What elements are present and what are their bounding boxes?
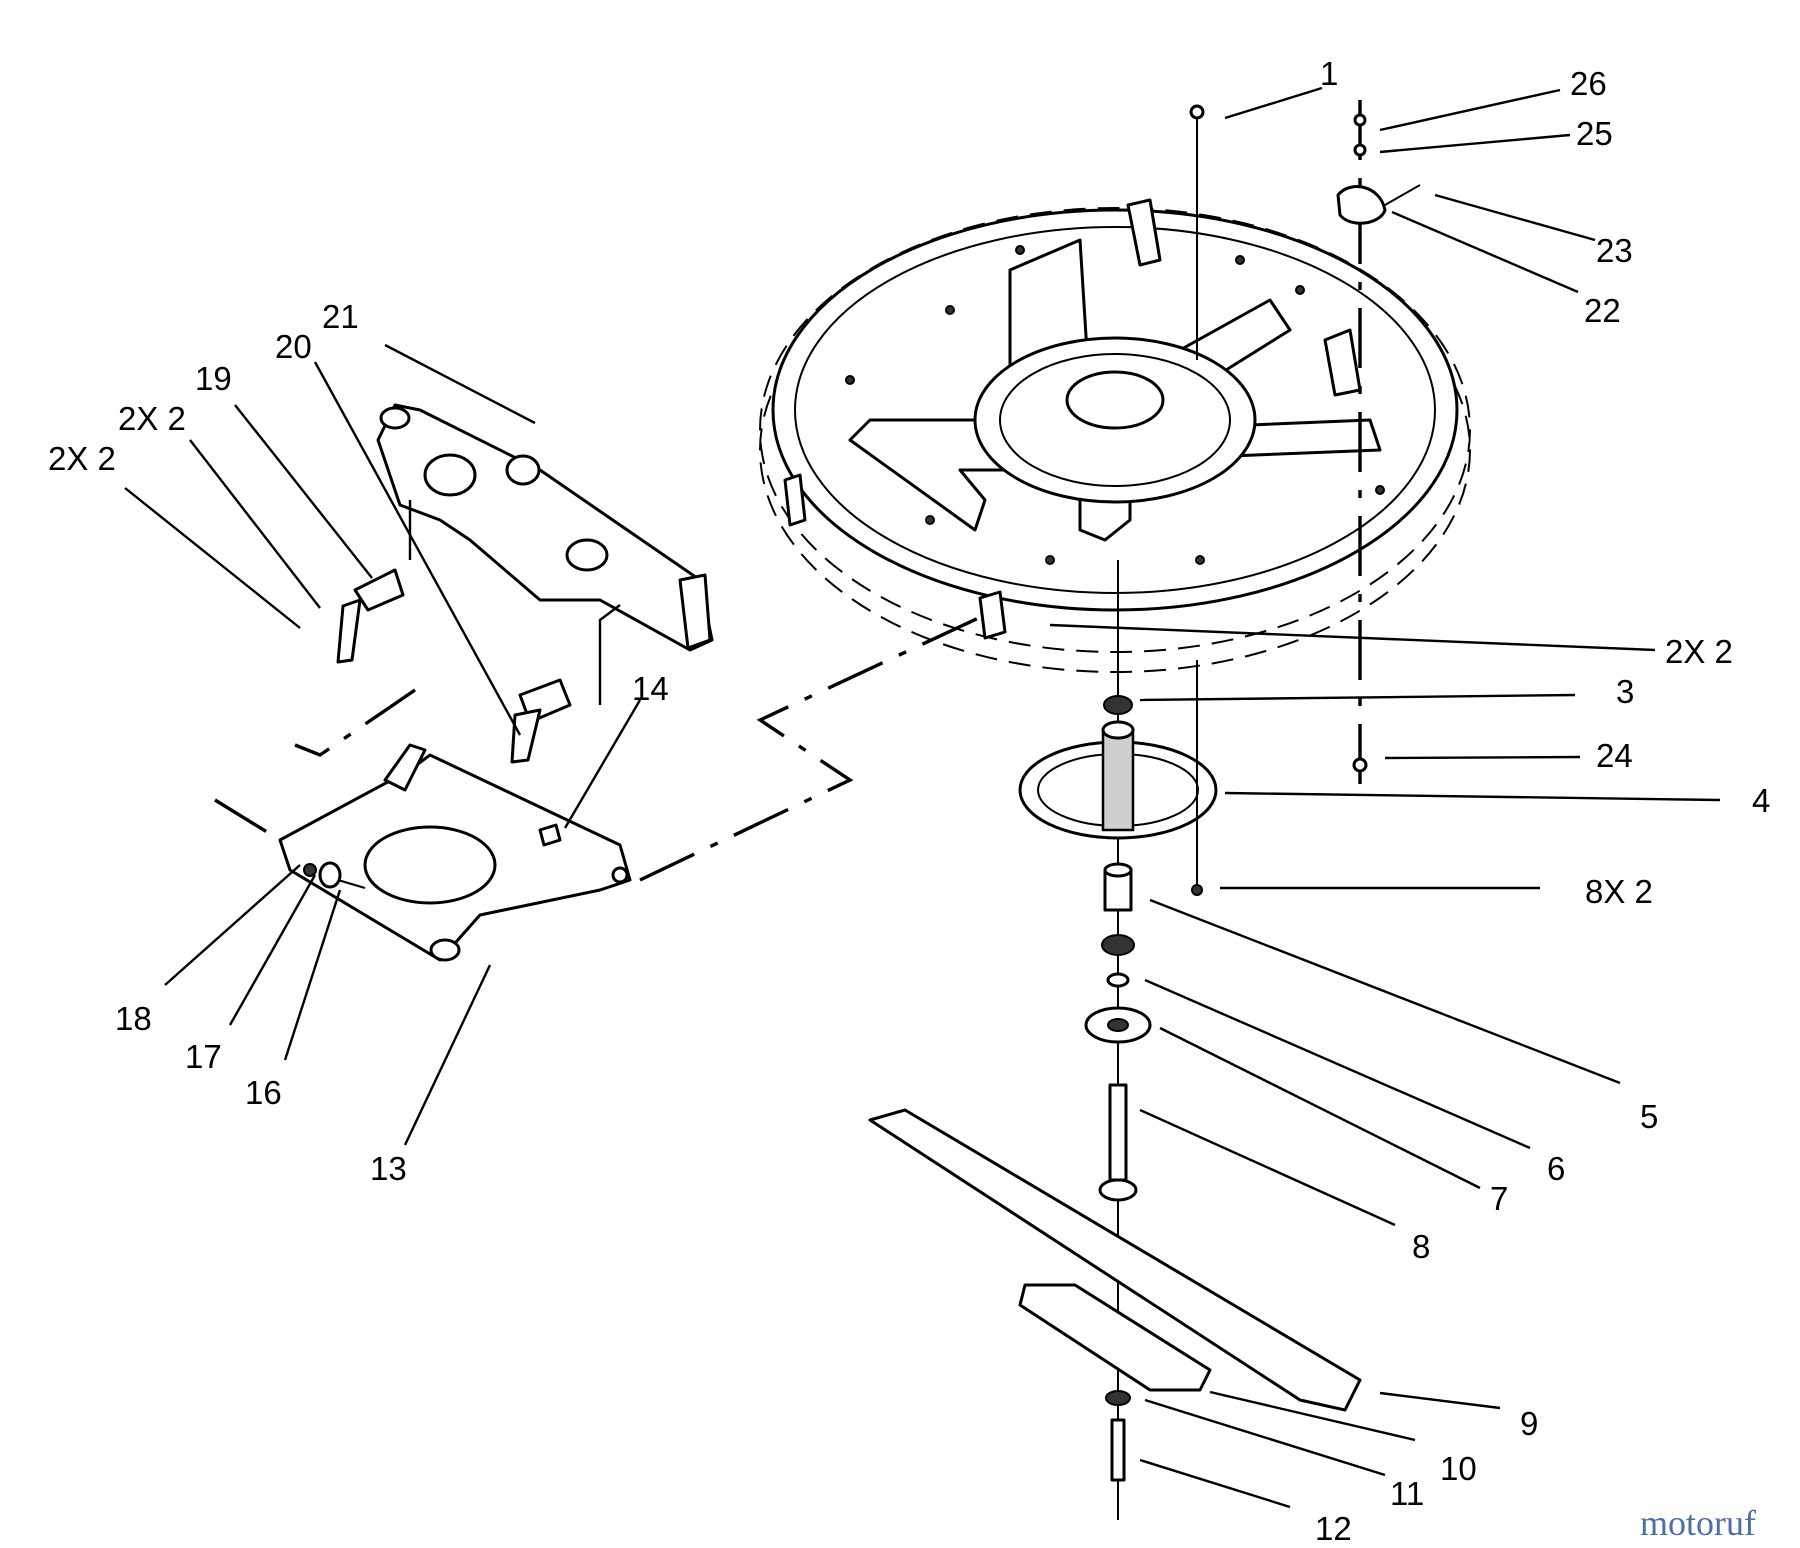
label-14: 14 [632, 670, 669, 707]
label-2x2-left-a: 2X 2 [118, 400, 186, 437]
part-labels: 1 26 25 23 22 2X 2 3 24 4 8X 2 5 6 7 8 9… [48, 55, 1770, 1547]
label-2x2-left-b: 2X 2 [48, 440, 116, 477]
label-21: 21 [322, 298, 359, 335]
deck-bracket [278, 743, 632, 962]
label-2x2-deck: 2X 2 [1665, 633, 1733, 670]
lift-arm [376, 403, 714, 705]
label-8: 8 [1412, 1228, 1430, 1265]
label-10: 10 [1440, 1450, 1477, 1487]
label-25: 25 [1576, 115, 1613, 152]
label-11: 11 [1390, 1475, 1424, 1512]
label-17: 17 [185, 1038, 222, 1075]
label-9: 9 [1520, 1405, 1538, 1442]
label-23: 23 [1596, 232, 1633, 269]
label-16: 16 [245, 1074, 282, 1111]
watermark: motoruf [1640, 1503, 1756, 1543]
assembly-paths [214, 613, 986, 882]
label-13: 13 [370, 1150, 407, 1187]
label-3: 3 [1616, 673, 1634, 710]
label-18: 18 [115, 1000, 152, 1037]
label-6: 6 [1547, 1150, 1565, 1187]
leader-lines [124, 86, 1721, 1509]
label-7: 7 [1490, 1180, 1508, 1217]
label-24: 24 [1596, 737, 1633, 774]
label-26: 26 [1570, 65, 1607, 102]
label-19: 19 [195, 360, 232, 397]
label-22: 22 [1584, 292, 1621, 329]
label-5: 5 [1640, 1098, 1658, 1135]
label-1: 1 [1320, 55, 1338, 92]
mower-deck [759, 198, 1471, 673]
label-12: 12 [1315, 1510, 1352, 1547]
label-8x2: 8X 2 [1585, 873, 1653, 910]
label-4: 4 [1752, 782, 1770, 819]
label-20: 20 [275, 328, 312, 365]
link-plates [336, 568, 572, 764]
spindle-assembly [868, 100, 1421, 1520]
